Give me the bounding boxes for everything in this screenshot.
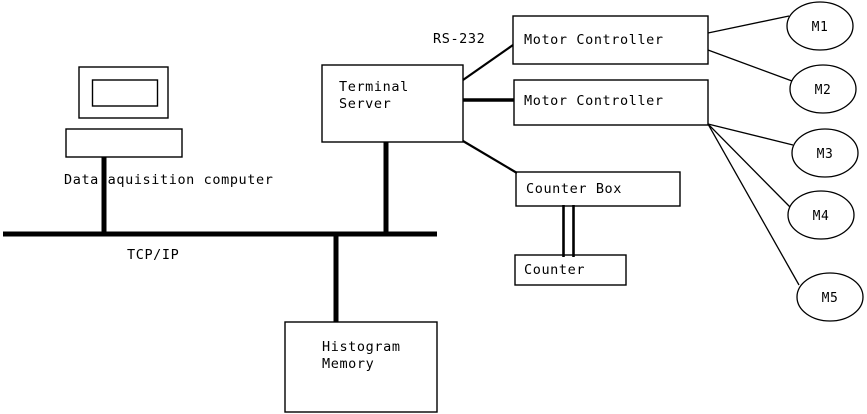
link-motor-controller-1-to-m1 [707,15,790,34]
link-motor-controller-2-to-m5 [707,123,800,286]
motor-controller-1-box [512,15,709,65]
histogram-memory-label-line2: Memory [322,356,375,372]
motor-m4-ellipse [787,190,855,240]
counter-box-label: Counter Box [526,181,623,197]
histogram-memory-box [284,321,438,413]
motor-m5-label: M5 [821,291,839,306]
terminal-server-box [321,64,464,143]
tcp-ip-label: TCP/IP [127,247,180,263]
computer-label: Data aquisition computer [64,172,274,188]
terminal-server-label-line1: Terminal [339,79,409,95]
link-terminal-server-to-motor-controller-1 [462,44,514,81]
link-motor-controller-1-to-m2 [707,49,793,82]
motor-m3-ellipse [791,128,859,178]
counter-box-box [515,171,681,207]
motor-m3-label: M3 [816,147,834,162]
motor-m1-label: M1 [811,20,829,35]
counter-box [514,254,627,286]
motor-m4-label: M4 [812,209,830,224]
motor-m2-label: M2 [814,83,832,98]
counter-label: Counter [524,262,586,278]
link-motor-controller-2-to-m3 [707,123,794,146]
link-motor-controller-2-to-m4 [707,123,791,208]
histogram-memory-label-line1: Histogram [322,339,401,355]
motor-m2-ellipse [789,64,857,114]
terminal-server-label-line2: Server [339,96,392,112]
computer-base [65,128,183,158]
monitor-screen [91,79,159,107]
motor-m5-ellipse [796,272,864,322]
motor-controller-2-box [513,79,709,126]
motor-controller-2-label: Motor Controller [524,93,664,109]
motor-m1-ellipse [786,1,854,51]
link-terminal-server-to-counter-box [462,140,518,174]
motor-controller-1-label: Motor Controller [524,32,664,48]
rs-232-label: RS-232 [433,31,486,47]
